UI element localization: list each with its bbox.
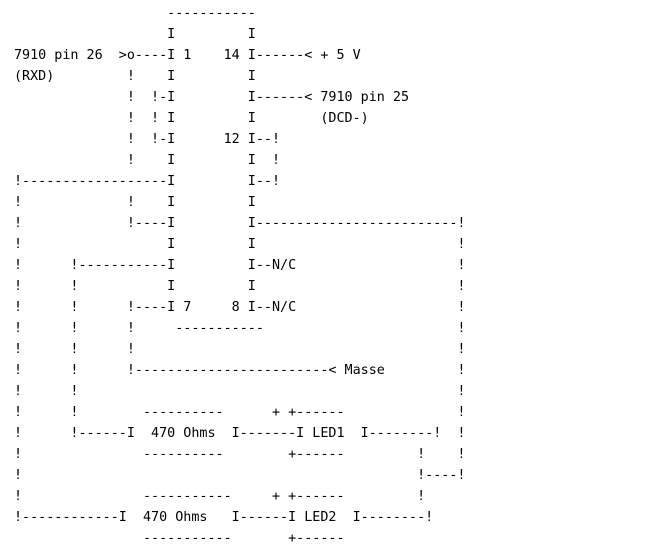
diagram-line: ! ! ! — [14, 384, 466, 399]
diagram-line: I I — [14, 27, 256, 42]
diagram-line: ! I I ! — [14, 237, 466, 252]
diagram-line: ! ! !----I 7 8 I--N/C ! — [14, 300, 466, 315]
diagram-line: ! ! !------------------------< Masse ! — [14, 363, 466, 378]
diagram-line: ! !----! — [14, 468, 466, 483]
diagram-line: (RXD) ! I I — [14, 69, 256, 84]
diagram-line: ! ----------- + +------ ! — [14, 489, 426, 504]
diagram-line: ----------- — [14, 6, 256, 21]
diagram-line: ! !----I I-------------------------! — [14, 216, 466, 231]
diagram-line: ! ! ---------- + +------ ! — [14, 405, 466, 420]
diagram-line: 7910 pin 26 >o----I 1 14 I------< + 5 V — [14, 48, 361, 63]
diagram-line: ! ! I I — [14, 195, 256, 210]
diagram-line: ! I I ! — [14, 153, 281, 168]
diagram-line: ! ! I I ! — [14, 279, 466, 294]
diagram-line: ! !------I 470 Ohms I-------I LED1 I----… — [14, 426, 466, 441]
diagram-line: ! ! ! ! — [14, 342, 466, 357]
diagram-line: ----------- +------ — [14, 531, 345, 546]
ascii-schematic-diagram: ----------- I I 7910 pin 26 >o----I 1 14 … — [14, 3, 465, 549]
diagram-line: !------------I 470 Ohms I------I LED2 I-… — [14, 510, 434, 525]
diagram-line: ! !-I I------< 7910 pin 25 — [14, 90, 410, 105]
diagram-line: ! ---------- +------ ! ! — [14, 447, 466, 462]
diagram-line: !------------------I I--! — [14, 174, 281, 189]
diagram-line: ! ! I I (DCD-) — [14, 111, 369, 126]
diagram-line: ! !-----------I I--N/C ! — [14, 258, 466, 273]
diagram-line: ! !-I 12 I--! — [14, 132, 281, 147]
diagram-line: ! ! ! ----------- ! — [14, 321, 466, 336]
